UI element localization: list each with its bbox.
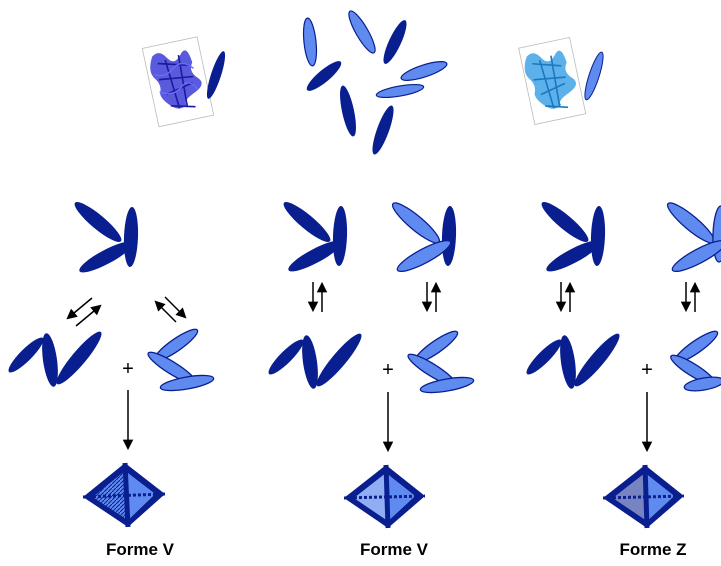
dimer-left [526, 333, 620, 389]
equilibrium-arrows-right [680, 281, 701, 313]
tetrahedral-assembly [82, 462, 166, 528]
plus-sign: + [382, 359, 394, 381]
plus-sign: + [122, 358, 134, 380]
trimer-triangle-dark [283, 201, 348, 272]
dimer-right [670, 330, 721, 392]
crystal-structure-blue-icon [141, 36, 226, 128]
equilibrium-arrows-right [154, 296, 187, 323]
equilibrium-arrows-left [555, 281, 576, 313]
tetrahedral-assembly [343, 464, 426, 529]
trimer-triangle [74, 201, 139, 273]
panel-1-caption: Forme V [105, 540, 175, 559]
dimer-left [268, 333, 362, 389]
trimer-triangle-light [391, 202, 457, 273]
dimer-right [407, 330, 475, 394]
trimer-triangle-light [666, 202, 721, 273]
equilibrium-arrows-right [421, 281, 442, 313]
tetrahedral-assembly [602, 464, 685, 529]
panel-2: + [268, 201, 475, 529]
panel-1: + [8, 201, 215, 528]
plus-sign: + [641, 359, 653, 381]
dimer-right [147, 328, 215, 392]
crystal-structure-cyan-icon [518, 36, 604, 126]
monomer-cloud-icon [302, 10, 448, 155]
dimer-left [8, 331, 102, 387]
equilibrium-arrows-left [307, 281, 328, 313]
panel-3-caption: Forme Z [619, 540, 687, 559]
panel-3: + [526, 201, 721, 529]
trimer-triangle-dark [541, 201, 606, 272]
equilibrium-arrows-left [66, 297, 102, 327]
panel-2-caption: Forme V [359, 540, 429, 559]
